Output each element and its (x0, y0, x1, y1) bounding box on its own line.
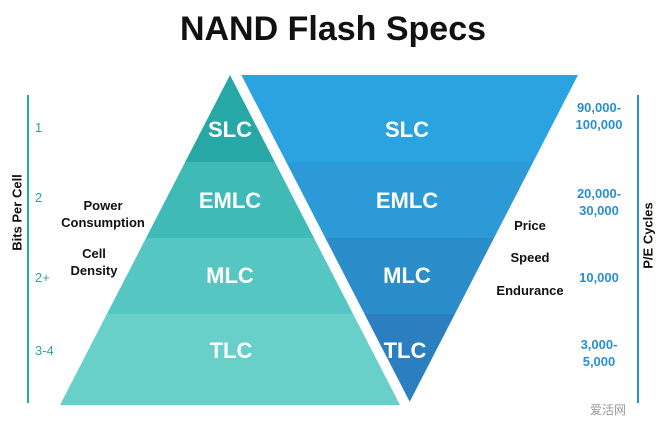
right-axis-title: P/E Cycles (640, 202, 656, 269)
inverted-mlc-label: MLC (383, 263, 431, 288)
inverted-band-slc (238, 75, 578, 162)
pyramid-emlc-label: EMLC (198, 188, 262, 213)
right-tick-4: 3,000- 5,000 (580, 337, 618, 369)
left-axis-title: Bits Per Cell (9, 174, 25, 251)
right-axis-line (637, 95, 639, 403)
left-tick-4: 3-4 (35, 343, 54, 358)
left-axis-line (27, 95, 29, 403)
inverted-band-emlc (282, 162, 534, 238)
triangle-separator (235, 73, 411, 407)
pyramid-band-tlc (60, 314, 400, 405)
right-tick-1: 90,000- 100,000 (575, 100, 623, 132)
watermark: 爱活网 (590, 403, 627, 417)
inverted-slc-label: SLC (385, 117, 429, 142)
pyramid-band-emlc (146, 162, 314, 238)
left-tick-2: 2 (35, 190, 43, 205)
power-consumption-label: Power Consumption (61, 198, 145, 230)
inverted-band-mlc (321, 238, 495, 314)
price-label: Price (514, 218, 546, 233)
endurance-label: Endurance (496, 283, 564, 298)
right-tick-2: 20,000- 30,000 (576, 186, 622, 218)
pyramid-slc-label: SLC (208, 117, 252, 142)
left-tick-1: 1 (35, 120, 43, 135)
pyramid-tlc-label: TLC (209, 338, 253, 363)
pyramid-band-mlc (106, 238, 354, 314)
right-tick-3: 10,000 (579, 270, 619, 285)
diagram-title: NAND Flash Specs (179, 10, 487, 48)
inverted-band-tlc (361, 314, 455, 405)
left-tick-3: 2+ (35, 270, 50, 285)
inverted-tlc-label: TLC (383, 338, 427, 363)
pyramid-mlc-label: MLC (206, 263, 254, 288)
inverted-emlc-label: EMLC (375, 188, 439, 213)
speed-label: Speed (510, 250, 550, 265)
cell-density-label: Cell Density (70, 246, 118, 278)
pyramid-band-slc (185, 75, 275, 162)
